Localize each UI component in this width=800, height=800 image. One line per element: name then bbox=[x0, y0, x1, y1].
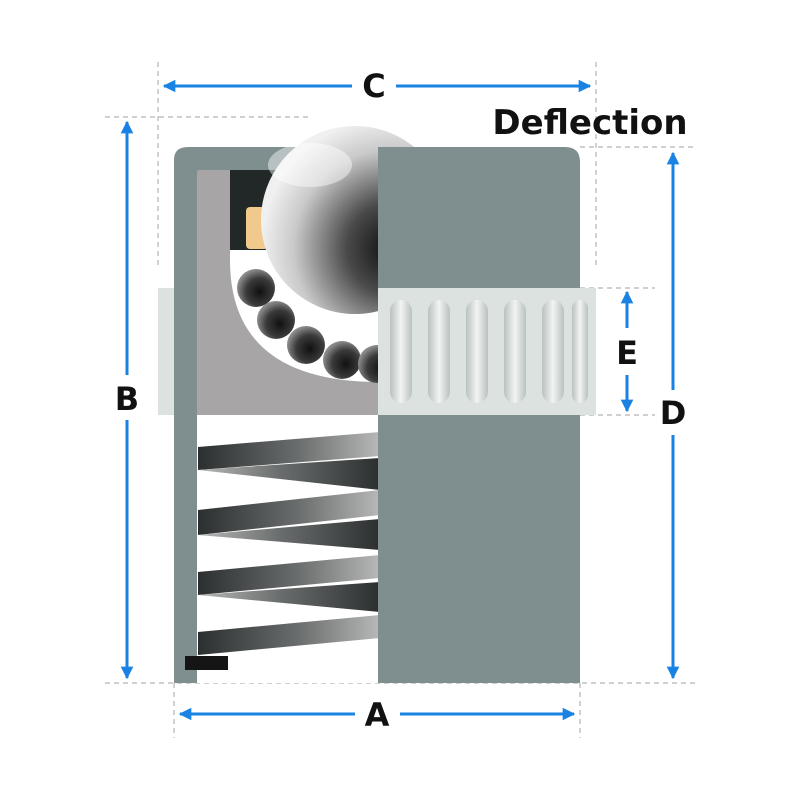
label-b: B bbox=[115, 380, 139, 418]
spring-coil-front bbox=[198, 555, 380, 595]
label-a: A bbox=[365, 696, 390, 734]
bearing-ball bbox=[257, 301, 295, 339]
bearing-ball bbox=[287, 326, 325, 364]
dimension-arrows bbox=[120, 79, 680, 721]
bearing-ball bbox=[237, 269, 275, 307]
mounting-ring-left bbox=[158, 288, 174, 415]
spring-coil-back bbox=[198, 458, 380, 490]
bottom-clip bbox=[185, 656, 228, 670]
spring-coil-back bbox=[198, 582, 380, 612]
spring-coil-back bbox=[198, 519, 380, 550]
spring-coil-front bbox=[198, 615, 380, 655]
ring-slot bbox=[572, 300, 588, 403]
ring-slot bbox=[466, 300, 488, 403]
spring-coil-front bbox=[198, 432, 380, 470]
bearing-ball bbox=[323, 341, 361, 379]
ring-slot bbox=[542, 300, 564, 403]
ring-slot bbox=[428, 300, 450, 403]
label-d: D bbox=[660, 394, 687, 432]
label-e: E bbox=[616, 334, 638, 372]
ring-slot bbox=[504, 300, 526, 403]
label-c: C bbox=[362, 67, 385, 105]
ring-slot bbox=[390, 300, 412, 403]
ball-highlight bbox=[268, 143, 352, 187]
label-deflection: Deflection bbox=[492, 103, 687, 143]
spring-coil-front bbox=[198, 490, 380, 535]
ring-slots bbox=[390, 300, 588, 403]
spring bbox=[198, 432, 380, 655]
